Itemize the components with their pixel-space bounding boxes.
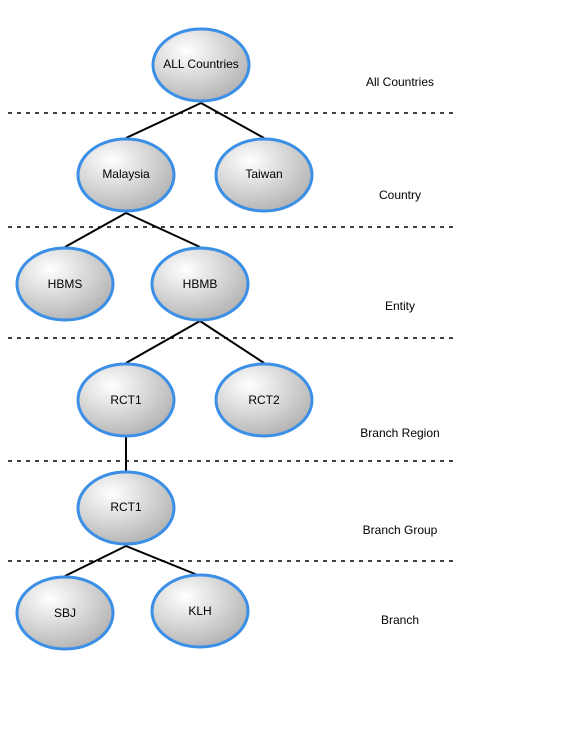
level-label-branch: Branch [381,613,419,627]
node-all-countries[interactable]: ALL Countries [151,27,251,103]
edge-malaysia-hbms [64,212,127,248]
level-label-branch-group: Branch Group [363,523,438,537]
node-malaysia[interactable]: Malaysia [76,137,176,213]
node-label: Malaysia [102,167,150,181]
edge-rct1group-sbj [64,545,127,577]
node-ellipse [15,575,115,651]
node-ellipse [150,573,250,649]
tree-edges [64,102,265,577]
node-ellipse [76,470,176,546]
level-label-all-countries: All Countries [366,75,434,89]
level-label-entity: Entity [385,299,415,313]
node-label: HBMS [48,277,83,291]
node-ellipse [76,362,176,438]
level-labels: All Countries Country Entity Branch Regi… [360,75,439,627]
level-label-country: Country [379,188,421,202]
edge-malaysia-hbmb [125,212,201,248]
node-rct1-region[interactable]: RCT1 [76,362,176,438]
edge-rct1group-klh [125,545,201,577]
node-ellipse [151,27,251,103]
node-rct2-region[interactable]: RCT2 [214,362,314,438]
edge-all-taiwan [200,102,265,139]
node-label: Taiwan [245,167,282,181]
node-label: ALL Countries [163,57,239,71]
level-separators [8,112,458,562]
level-label-branch-region: Branch Region [360,426,439,440]
node-label: HBMB [183,277,218,291]
node-sbj[interactable]: SBJ [15,575,115,651]
node-label: RCT2 [248,393,280,407]
node-hbmb[interactable]: HBMB [150,246,250,322]
node-ellipse [150,246,250,322]
edge-hbmb-rct1 [125,320,201,364]
node-taiwan[interactable]: Taiwan [214,137,314,213]
node-hbms[interactable]: HBMS [15,246,115,322]
node-ellipse [76,137,176,213]
node-ellipse [15,246,115,322]
node-label: KLH [188,604,211,618]
node-label: SBJ [54,606,76,620]
node-label: RCT1 [110,393,142,407]
node-rct1-group[interactable]: RCT1 [76,470,176,546]
edge-all-malaysia [125,102,202,139]
node-ellipse [214,137,314,213]
node-label: RCT1 [110,500,142,514]
node-klh[interactable]: KLH [150,573,250,649]
node-ellipse [214,362,314,438]
edge-hbmb-rct2 [199,320,265,364]
